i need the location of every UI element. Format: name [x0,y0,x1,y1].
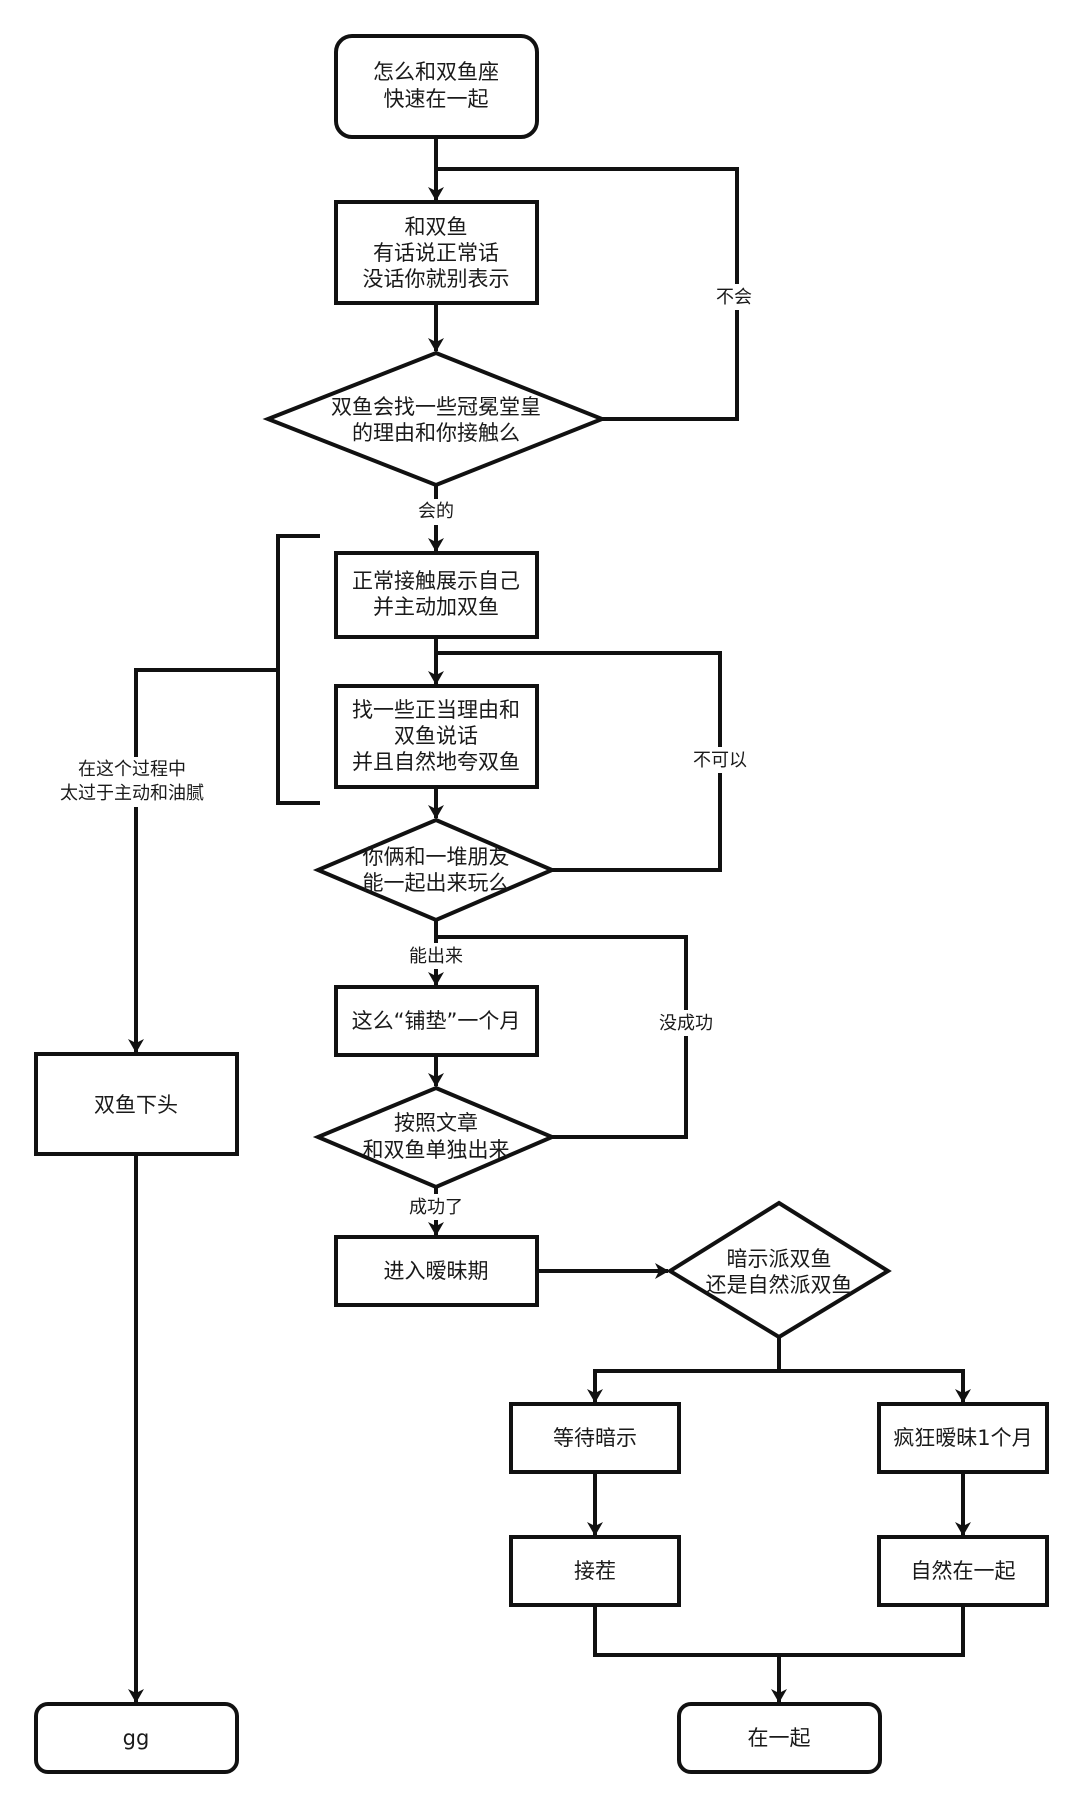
edge-type-to-wait-hint [587,1337,781,1403]
node-crazy-month[interactable]: 疯狂暧昧1个月 [877,1402,1049,1474]
svg-text:并主动加双鱼: 并主动加双鱼 [373,595,499,619]
svg-text:太过于主动和油腻: 太过于主动和油腻 [60,783,204,804]
node-pave-month[interactable]: 这么“铺垫”一个月 [334,985,539,1057]
svg-text:没成功: 没成功 [659,1013,713,1034]
node-show-self[interactable]: 正常接触展示自己 并主动加双鱼 [334,551,539,639]
svg-text:双鱼下头: 双鱼下头 [94,1093,178,1117]
svg-text:按照文章: 按照文章 [394,1111,478,1135]
svg-text:双鱼说话: 双鱼说话 [394,724,478,748]
svg-text:疯狂暧昧1个月: 疯狂暧昧1个月 [893,1426,1032,1450]
svg-text:这么“铺垫”一个月: 这么“铺垫”一个月 [352,1009,521,1033]
edge-too-pushy [128,668,278,1053]
node-gg[interactable]: gg [34,1702,239,1774]
edge-merge-to-together [593,1605,965,1657]
svg-text:能一起出来玩么: 能一起出来玩么 [363,871,510,895]
node-question-group-out[interactable]: 你俩和一堆朋友 能一起出来玩么 [312,817,558,923]
node-question-type[interactable]: 暗示派双鱼 还是自然派双鱼 [666,1200,892,1340]
svg-text:和双鱼: 和双鱼 [405,215,468,239]
node-question-alone-out[interactable]: 按照文章 和双鱼单独出来 [312,1085,558,1190]
svg-text:的理由和你接触么: 的理由和你接触么 [352,421,520,445]
node-respond[interactable]: 接茬 [509,1535,681,1607]
svg-text:和双鱼单独出来: 和双鱼单独出来 [363,1138,510,1162]
svg-text:不可以: 不可以 [693,750,747,771]
node-ambiguous-period[interactable]: 进入暧昧期 [334,1235,539,1307]
group-bracket [276,534,320,805]
svg-text:双鱼会找一些冠冕堂皇: 双鱼会找一些冠冕堂皇 [331,395,541,419]
svg-text:没话你就别表示: 没话你就别表示 [363,267,510,291]
svg-text:不会: 不会 [716,287,752,308]
svg-text:正常接触展示自己: 正常接触展示自己 [352,569,520,593]
svg-text:暗示派双鱼: 暗示派双鱼 [727,1247,832,1271]
svg-text:等待暗示: 等待暗示 [553,1426,637,1450]
svg-text:gg: gg [123,1726,150,1750]
node-wait-hint[interactable]: 等待暗示 [509,1402,681,1474]
node-together[interactable]: 在一起 [677,1702,882,1774]
svg-text:有话说正常话: 有话说正常话 [373,241,499,265]
svg-text:成功了: 成功了 [409,1197,463,1218]
edge-label-no-will: 不会 [713,284,755,310]
edge-labels: 不会 会的 不可以 能出来 没成功 成功了 在这个过程中 太过于主动和油腻 [50,284,755,1220]
edge-label-too-pushy: 在这个过程中 太过于主动和油腻 [50,757,216,807]
edge-type-to-crazy-month [779,1369,971,1403]
svg-text:你俩和一堆朋友: 你俩和一堆朋友 [363,845,510,869]
edge-label-can-go-out: 能出来 [406,943,466,969]
svg-text:在一起: 在一起 [748,1726,811,1750]
svg-text:并且自然地夸双鱼: 并且自然地夸双鱼 [352,750,520,774]
svg-text:自然在一起: 自然在一起 [911,1559,1016,1583]
nodes: 怎么和双鱼座 快速在一起 和双鱼 有话说正常话 没话你就别表示 双鱼会找一些冠冕… [34,34,1049,1774]
edge-label-success: 成功了 [406,1194,466,1220]
svg-text:找一些正当理由和: 找一些正当理由和 [352,698,520,722]
node-find-reason[interactable]: 找一些正当理由和 双鱼说话 并且自然地夸双鱼 [334,684,539,789]
svg-text:在这个过程中: 在这个过程中 [78,759,186,780]
edges [128,137,971,1703]
edge-label-yes-will: 会的 [415,499,457,525]
svg-text:接茬: 接茬 [574,1559,616,1583]
node-turned-off[interactable]: 双鱼下头 [34,1052,239,1156]
svg-text:会的: 会的 [418,501,454,522]
node-natural-together[interactable]: 自然在一起 [877,1535,1049,1607]
edge-label-not-success: 没成功 [655,1010,717,1036]
node-talk-normally[interactable]: 和双鱼 有话说正常话 没话你就别表示 [334,200,539,305]
svg-text:还是自然派双鱼: 还是自然派双鱼 [706,1273,853,1297]
svg-text:快速在一起: 快速在一起 [384,87,489,111]
svg-text:能出来: 能出来 [409,946,463,967]
edge-not-success-loop [436,935,688,1139]
svg-text:进入暧昧期: 进入暧昧期 [384,1259,489,1283]
svg-text:怎么和双鱼座: 怎么和双鱼座 [373,60,499,84]
node-question-excuse[interactable]: 双鱼会找一些冠冕堂皇 的理由和你接触么 [262,350,608,488]
edge-label-cannot: 不可以 [690,747,750,773]
node-start[interactable]: 怎么和双鱼座 快速在一起 [334,34,539,139]
